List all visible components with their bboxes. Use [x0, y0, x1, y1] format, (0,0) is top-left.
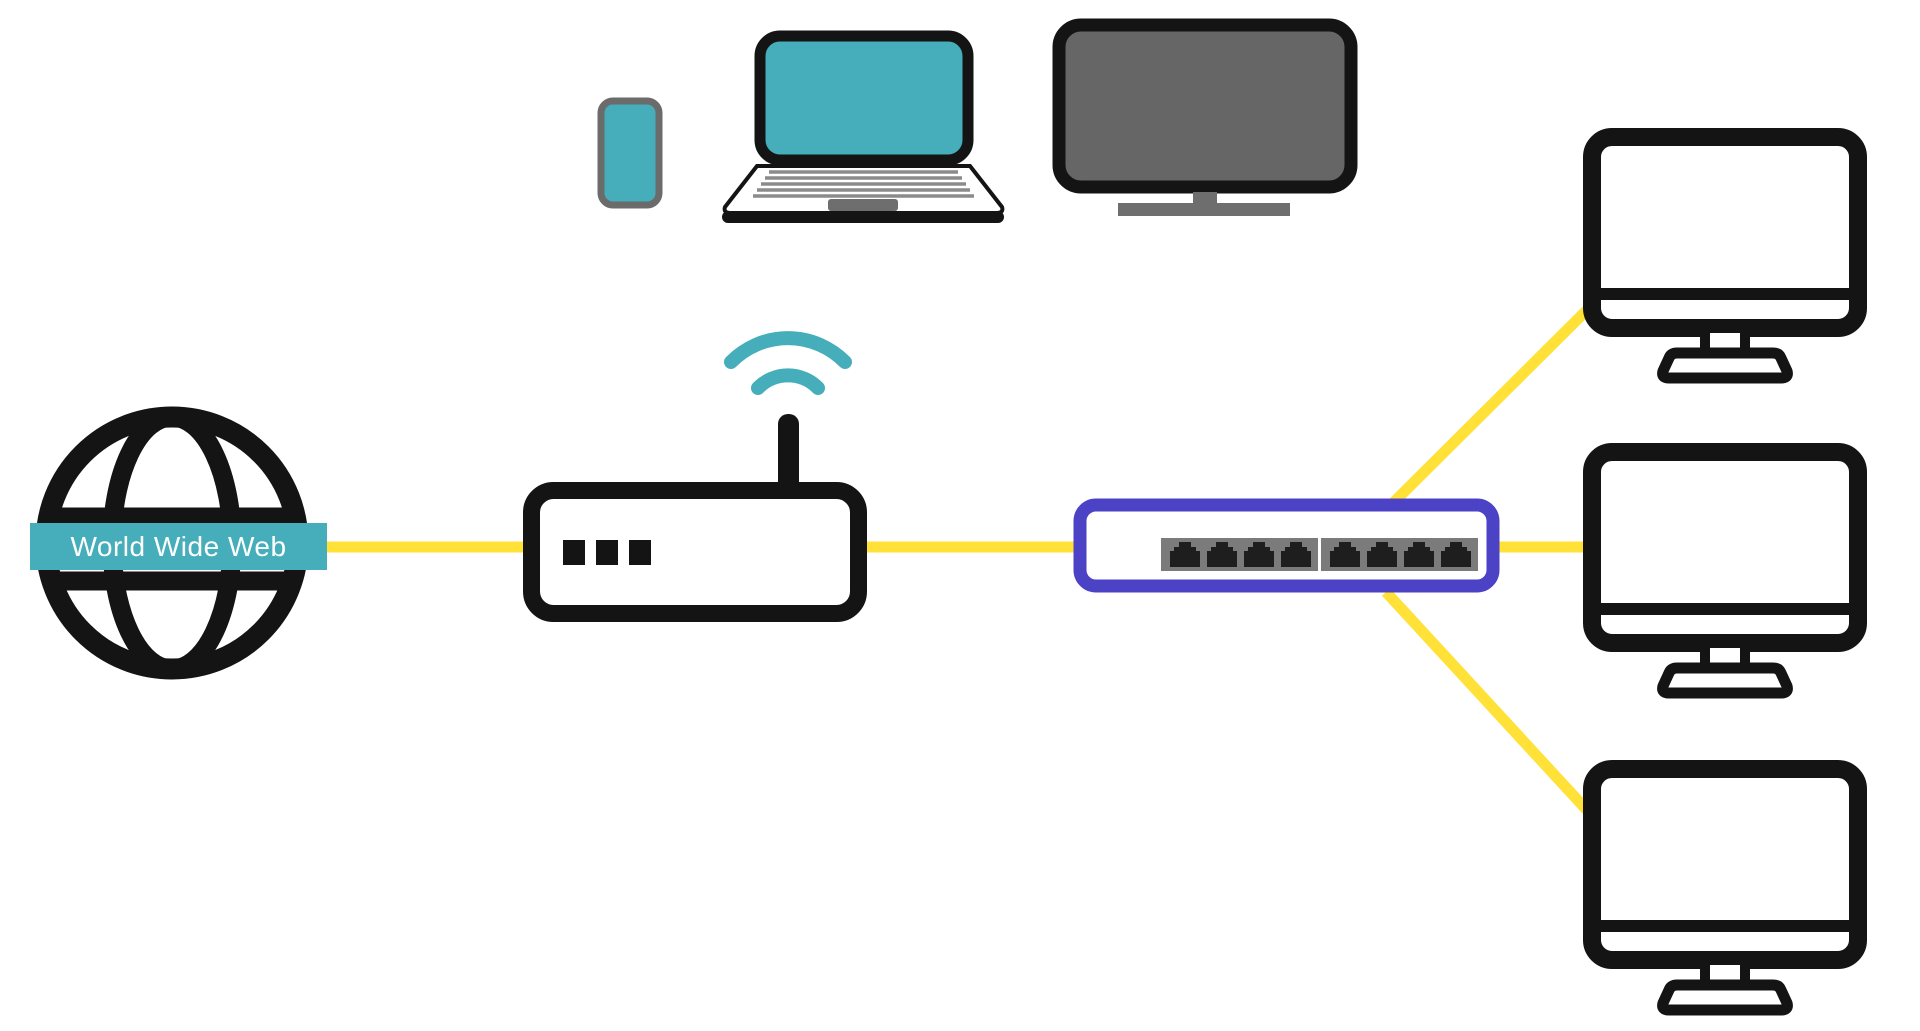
tv-icon	[1052, 18, 1358, 216]
ethernet-port-group-2	[1321, 538, 1478, 571]
router-indicator-lights	[563, 540, 651, 565]
smartphone-icon	[597, 97, 663, 209]
www-label-banner: World Wide Web	[30, 523, 327, 570]
desktop-computer-2	[1592, 452, 1858, 693]
network-links	[318, 296, 1601, 824]
wifi-signal-icon	[724, 331, 852, 395]
link-switch-desktop-1	[1389, 296, 1601, 507]
desktop-computer-1	[1592, 137, 1858, 378]
laptop-icon	[722, 30, 1005, 223]
laptop-touchpad	[828, 199, 898, 211]
desktop-computer-3	[1592, 769, 1858, 1010]
link-switch-desktop-3	[1381, 588, 1601, 824]
router-antenna	[778, 414, 799, 494]
ethernet-port-group-1	[1161, 538, 1318, 571]
laptop-keyboard	[753, 170, 974, 198]
network-switch-icon	[1073, 498, 1500, 593]
wireless-router-icon	[523, 331, 867, 622]
